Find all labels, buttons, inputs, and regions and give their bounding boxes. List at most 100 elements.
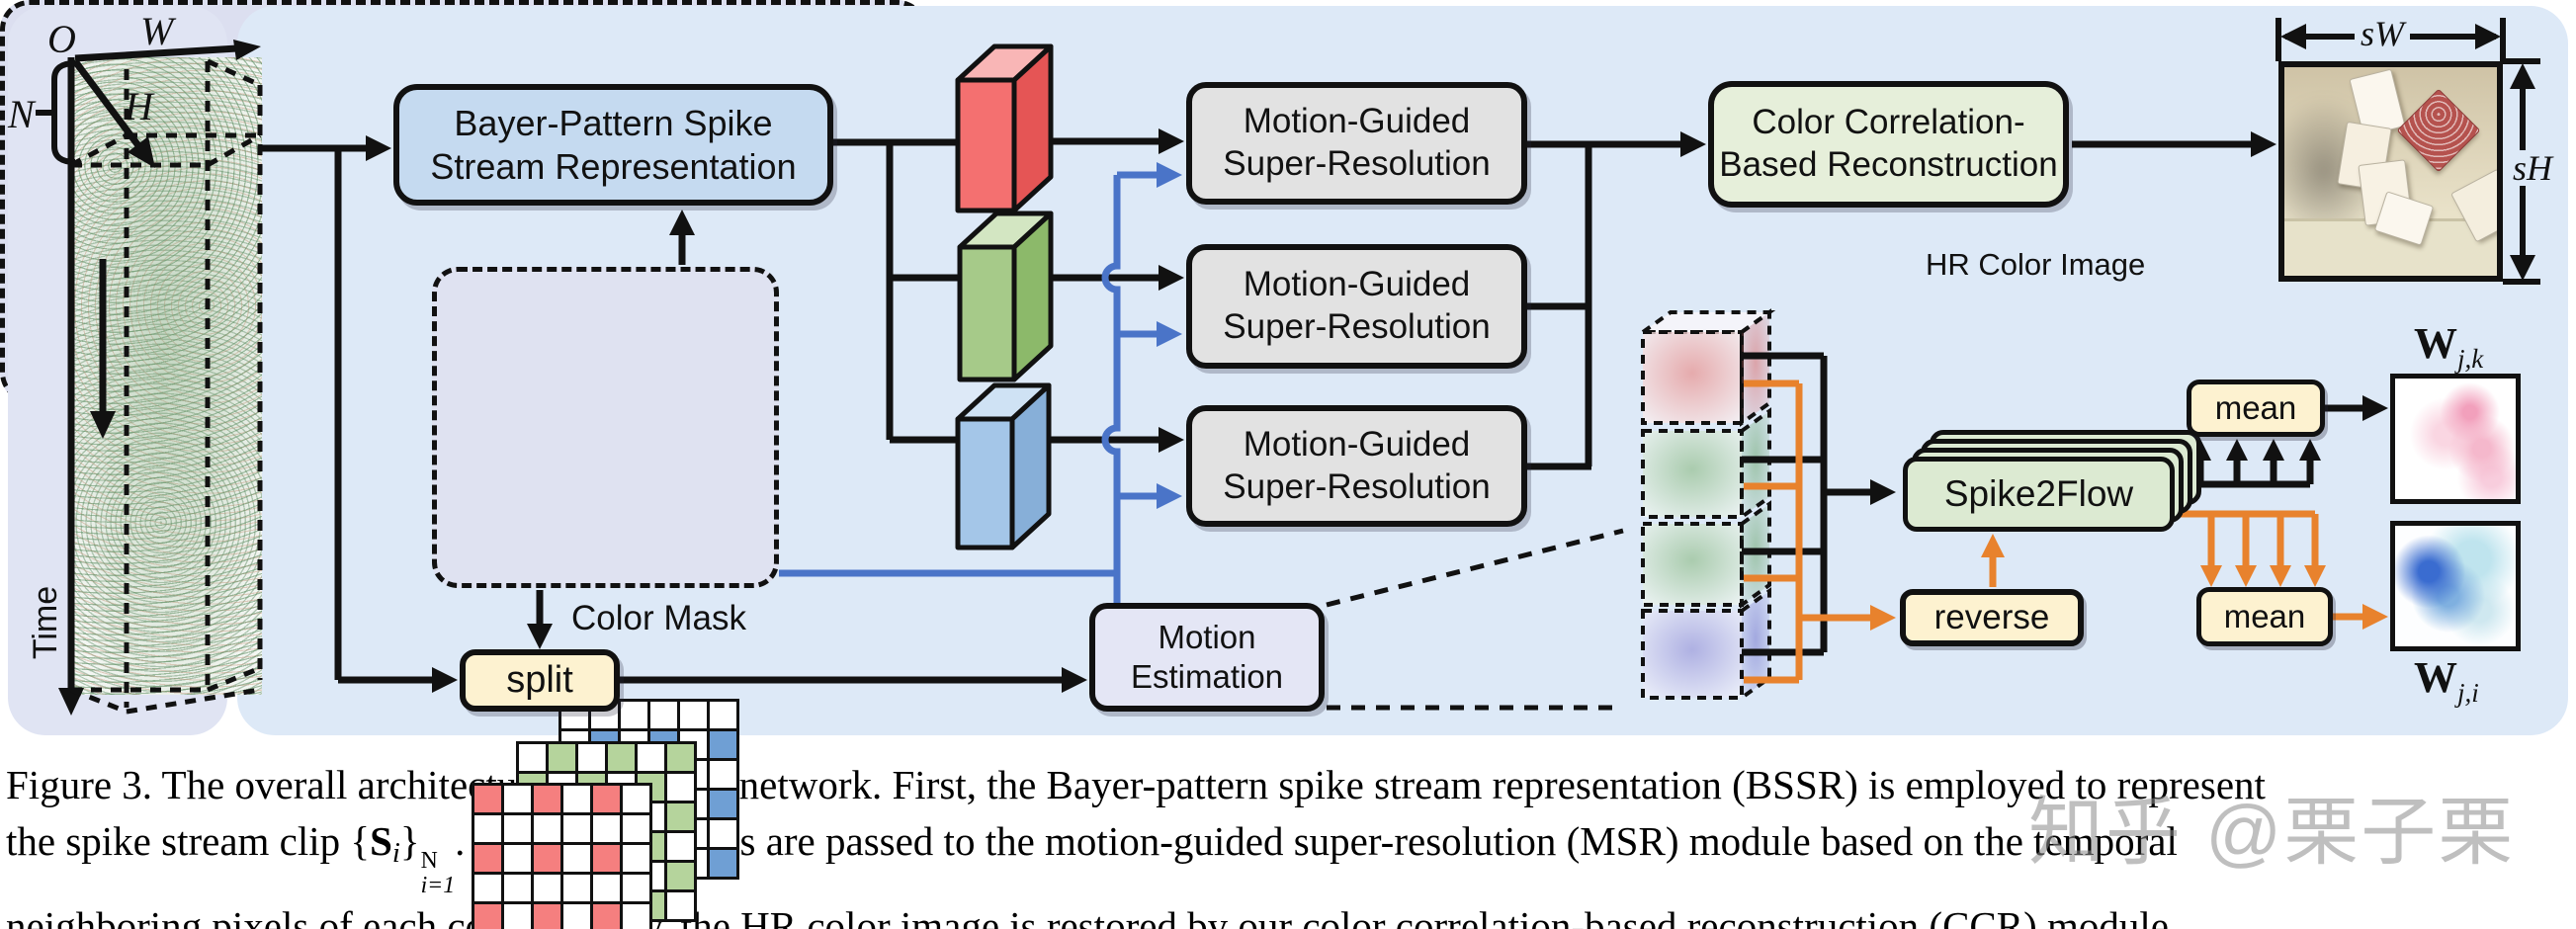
bayer-cell — [593, 815, 620, 842]
bayer-cell — [623, 786, 649, 812]
w-axis-label: W — [140, 9, 174, 53]
red-back-card — [2396, 88, 2481, 173]
bayer-cell — [534, 815, 560, 842]
bayer-cell — [667, 774, 694, 801]
wji-label: Wj,i — [2414, 653, 2479, 708]
msr-line2: Super-Resolution — [1223, 144, 1491, 183]
bayer-cell — [504, 815, 531, 842]
bayer-cell — [623, 815, 649, 842]
bayer-cell — [593, 845, 620, 872]
bayer-cell — [680, 702, 707, 728]
bayer-cell — [474, 845, 501, 872]
hr-color-image — [2278, 61, 2503, 282]
caption-line-3: neighboring pixels of each color. Finall… — [6, 903, 2180, 929]
axes-group — [36, 40, 261, 716]
msr-line1: Motion-Guided — [1243, 102, 1471, 141]
bayer-cell — [710, 820, 736, 847]
ccr-line2: Based Reconstruction — [1719, 145, 2058, 184]
ccr-line1: Color Correlation- — [1752, 103, 2025, 142]
bayer-cell — [578, 744, 605, 771]
bayer-cell — [504, 875, 531, 901]
bayer-cell — [593, 786, 620, 812]
bayer-cell — [474, 815, 501, 842]
ccr-block: Color Correlation- Based Reconstruction — [1708, 81, 2069, 208]
mean-label: mean — [2214, 389, 2297, 426]
h-axis-label: H — [125, 84, 153, 128]
reverse-block: reverse — [1900, 589, 2084, 646]
figure-caption: Figure 3. The overall architecture of CS… — [6, 757, 2572, 929]
bayer-cell — [667, 892, 694, 919]
origin-label: O — [47, 17, 76, 61]
bayer-cell — [650, 702, 677, 728]
bayer-cell — [563, 786, 590, 812]
reverse-label: reverse — [1933, 598, 2050, 636]
bayer-cell — [563, 845, 590, 872]
n-clip-label: N — [8, 92, 35, 136]
blue-motion-wires — [779, 162, 1182, 603]
bayer-cell — [534, 845, 560, 872]
sw-label: sW — [2355, 16, 2410, 51]
bayer-cell — [667, 744, 694, 771]
msr-block-red: Motion-Guided Super-Resolution — [1186, 82, 1527, 205]
bayer-cell — [667, 803, 694, 830]
inset-callout-lines — [1326, 528, 1624, 711]
msr-line1: Motion-Guided — [1243, 265, 1471, 304]
bayer-cell — [534, 875, 560, 901]
bayer-cell — [534, 786, 560, 812]
bayer-cell — [534, 904, 560, 929]
bayer-cell — [710, 791, 736, 817]
msr-block-blue: Motion-Guided Super-Resolution — [1186, 405, 1527, 527]
color-mask-box — [432, 267, 779, 588]
bayer-cell — [710, 702, 736, 728]
spike2flow-block: Spike2Flow — [1903, 457, 2175, 532]
sh-label: sH — [2507, 150, 2559, 186]
bayer-cell — [667, 833, 694, 860]
spike2flow-label: Spike2Flow — [1943, 473, 2134, 514]
me-line2: Estimation — [1130, 658, 1284, 695]
bssr-line1: Bayer-Pattern Spike — [454, 102, 773, 143]
bayer-cell — [593, 904, 620, 929]
motion-estimation-block: Motion Estimation — [1089, 603, 1325, 712]
bayer-cell — [608, 744, 635, 771]
bayer-cell — [504, 845, 531, 872]
wjk-label: Wj,k — [2414, 319, 2484, 374]
bayer-cell — [667, 863, 694, 889]
bayer-cell — [504, 786, 531, 812]
bayer-cell — [563, 904, 590, 929]
bayer-cell — [563, 875, 590, 901]
msr-block-green: Motion-Guided Super-Resolution — [1186, 244, 1527, 369]
bayer-cell — [563, 815, 590, 842]
bayer-cell — [519, 744, 546, 771]
mean-block-backward: mean — [2196, 587, 2333, 646]
split-block: split — [460, 649, 620, 712]
inset-black-wires — [1742, 352, 2388, 656]
time-axis-label: Time — [27, 585, 64, 660]
mean-block-forward: mean — [2187, 380, 2325, 437]
bayer-cell — [549, 744, 575, 771]
bayer-cell — [623, 845, 649, 872]
caption-line-1: Figure 3. The overall architecture of CS… — [6, 762, 2266, 807]
bayer-cell — [638, 744, 664, 771]
red-mask-layer — [472, 783, 652, 929]
me-line1: Motion — [1158, 618, 1256, 655]
bssr-line2: Stream Representation — [430, 145, 797, 187]
mean-label: mean — [2223, 598, 2306, 634]
inset-spike-stack — [1636, 308, 1776, 702]
feature-cuboids — [955, 43, 1054, 550]
bayer-cell — [710, 761, 736, 788]
zhihu-watermark: 知乎 @栗子栗 — [2028, 791, 2516, 875]
split-label: split — [506, 659, 573, 702]
bssr-block: Bayer-Pattern Spike Stream Representatio… — [393, 84, 833, 206]
bayer-cell — [621, 702, 647, 728]
black-wires — [262, 128, 2276, 693]
bayer-cell — [474, 875, 501, 901]
msr-line2: Super-Resolution — [1223, 466, 1491, 506]
hr-color-image-label: HR Color Image — [1926, 247, 2146, 282]
flow-field-wjk-image — [2390, 374, 2521, 504]
cuboid-dashed-edges — [69, 58, 263, 715]
bayer-cell — [593, 875, 620, 901]
